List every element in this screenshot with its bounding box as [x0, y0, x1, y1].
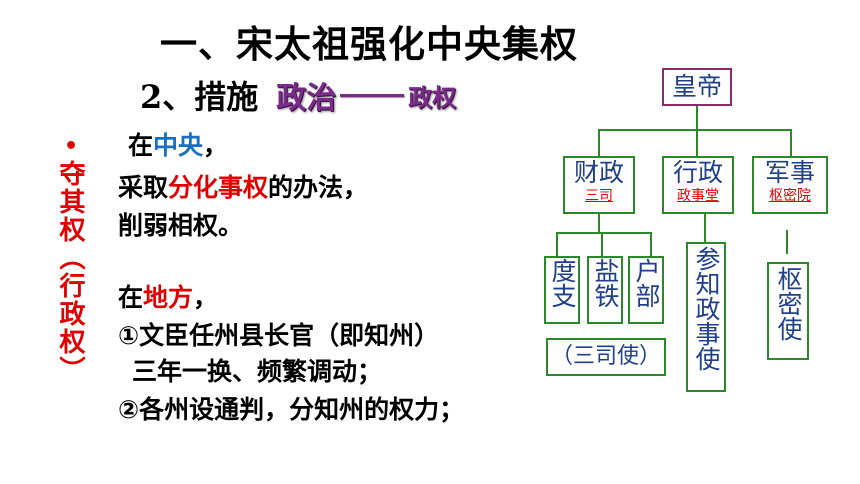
- connector: [786, 230, 788, 254]
- connector: [696, 106, 698, 130]
- local-line-2: ①文臣任州县长官（即知州）: [118, 321, 440, 350]
- org-finance-head: （三司使）: [546, 338, 666, 376]
- section-subtitle: 2、 措施 政治 政权: [140, 72, 456, 118]
- central-prefix: 在: [128, 131, 154, 160]
- org-admin-head-label: 参知政事使: [692, 246, 721, 371]
- connector: [790, 129, 792, 157]
- connector: [650, 232, 652, 258]
- org-branch-office: 枢密院: [769, 188, 811, 204]
- org-branch-finance: 财政 三司: [563, 156, 635, 214]
- connector: [598, 129, 600, 157]
- org-admin-head: 参知政事使: [686, 242, 726, 392]
- subtitle-tag-sub: 政权: [408, 83, 457, 112]
- central-line-2: 采取分化事权的办法，: [118, 168, 368, 204]
- org-branch-office: 三司: [585, 188, 613, 204]
- org-military-head-label: 枢密使: [774, 266, 803, 341]
- bullet-marker: •: [64, 134, 79, 159]
- org-branch-military: 军事 枢密院: [752, 156, 828, 214]
- subtitle-number: 2、: [140, 78, 195, 116]
- org-branch-admin: 行政 政事堂: [662, 156, 734, 214]
- subtitle-dash: [340, 93, 405, 97]
- central-line2-highlight: 分化事权: [168, 173, 269, 202]
- connector: [556, 232, 652, 234]
- connector: [601, 232, 603, 258]
- org-branch-label: 财政: [573, 158, 624, 187]
- org-finance-sub-label: 度支: [548, 258, 577, 308]
- subtitle-tag: 政治 政权: [276, 73, 456, 117]
- org-branch-label: 军事: [764, 158, 815, 187]
- subtitle-tag-main: 政治: [276, 81, 337, 116]
- connector: [598, 214, 600, 232]
- local-highlight: 地方: [143, 283, 194, 312]
- central-line-3: 削弱相权。: [118, 211, 244, 240]
- org-branch-label: 行政: [672, 158, 723, 187]
- connector: [598, 129, 792, 131]
- org-finance-sub-3: 户部: [628, 256, 664, 324]
- local-prefix: 在: [118, 283, 144, 312]
- local-line-1: 在地方，: [118, 278, 218, 314]
- central-highlight: 中央: [153, 131, 204, 160]
- subtitle-label: 措施: [194, 78, 259, 116]
- central-line2-prefix: 采取: [118, 173, 169, 202]
- org-military-head: 枢密使: [767, 262, 809, 360]
- org-finance-sub-2: 盐铁: [587, 256, 623, 324]
- org-finance-sub-label: 户部: [632, 258, 661, 308]
- local-suffix: ，: [193, 283, 219, 312]
- local-line-4: ②各州设通判，分知州的权力；: [118, 395, 465, 424]
- vertical-label: 夺其权（行政权）: [55, 160, 85, 384]
- org-finance-sub-label: 盐铁: [591, 258, 620, 308]
- org-root-box: 皇帝: [662, 68, 732, 106]
- page-title: 一、宋太祖强化中央集权: [160, 23, 578, 66]
- central-line-1: 在中央，: [128, 126, 228, 162]
- connector: [556, 232, 558, 258]
- connector: [704, 214, 706, 242]
- central-line2-suffix: 的办法，: [268, 173, 369, 202]
- org-root-label: 皇帝: [671, 72, 722, 101]
- central-suffix: ，: [203, 131, 229, 160]
- org-finance-sub-1: 度支: [544, 256, 580, 324]
- local-line-3: 三年一换、频繁调动；: [132, 357, 383, 386]
- org-finance-head-label: （三司使）: [550, 344, 661, 369]
- connector: [696, 129, 698, 157]
- org-branch-office: 政事堂: [677, 188, 719, 204]
